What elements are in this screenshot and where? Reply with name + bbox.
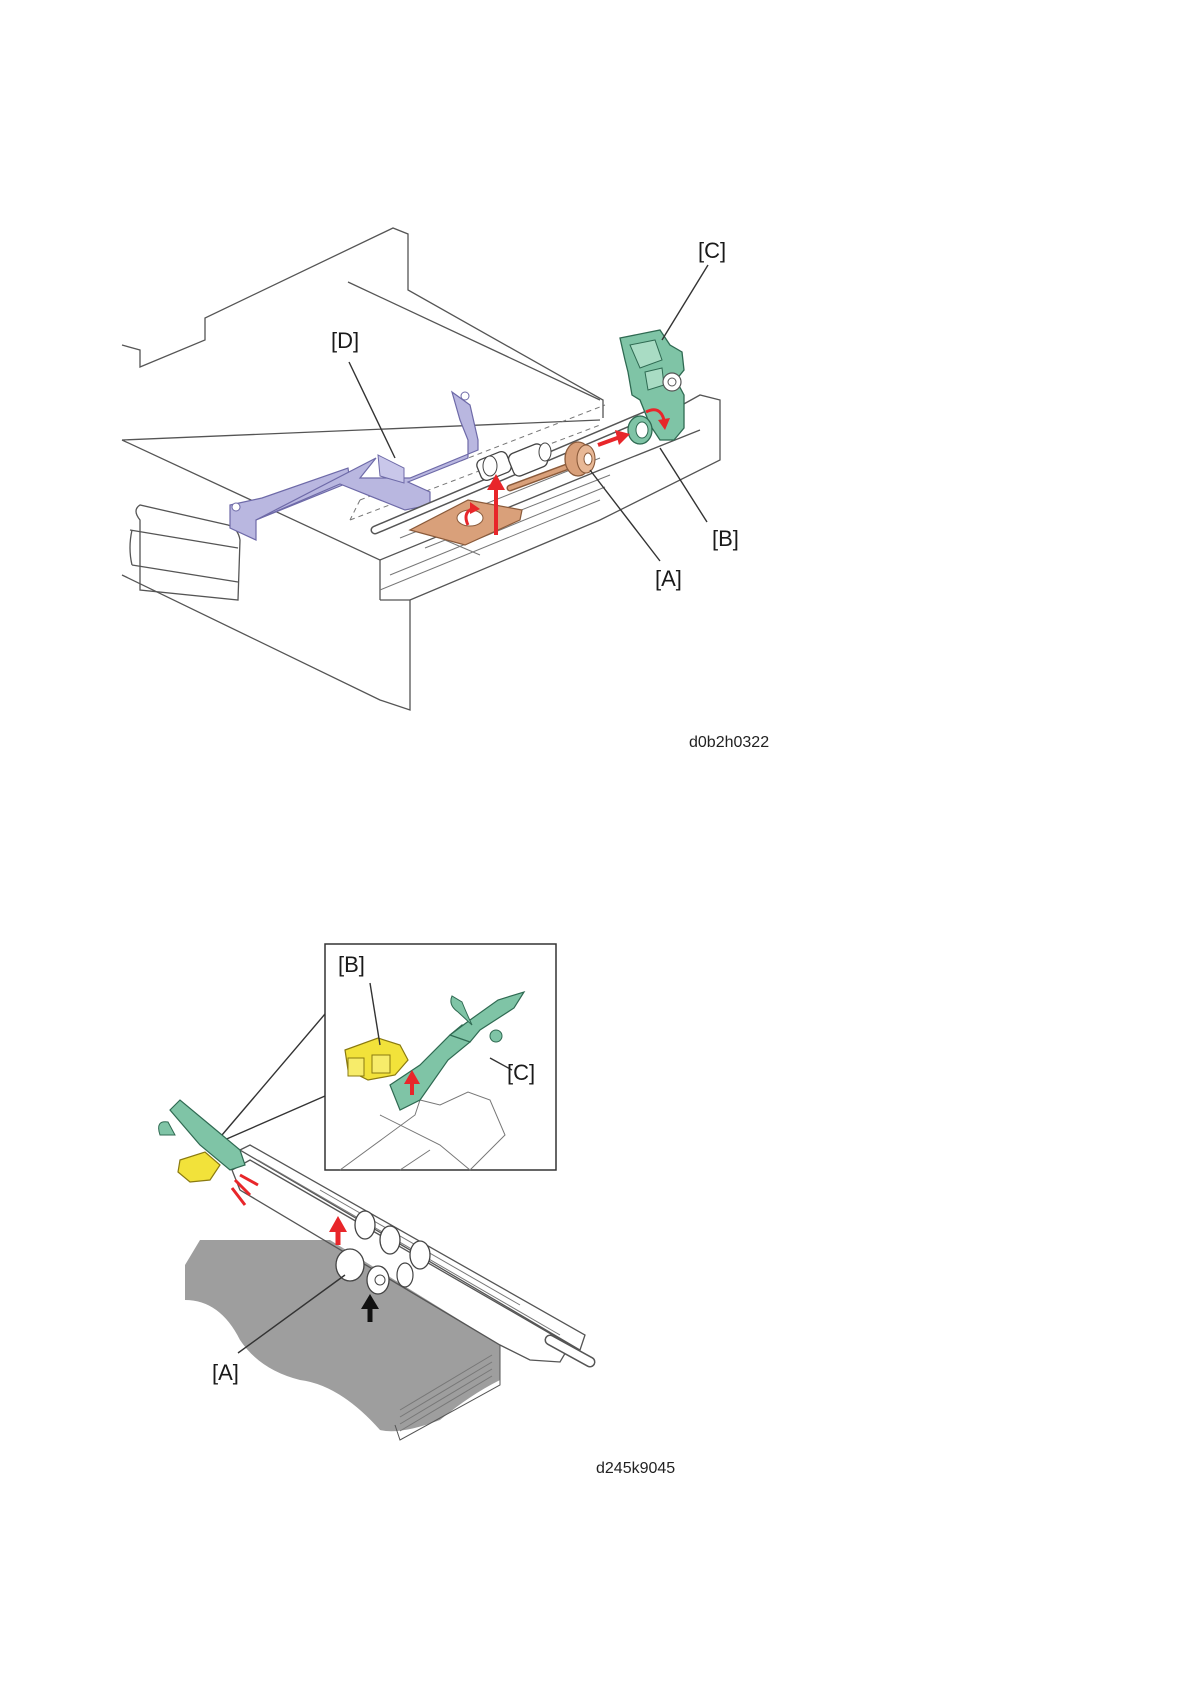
coupling-b — [628, 416, 652, 444]
label-a: [A] — [212, 1360, 239, 1385]
label-b: [B] — [338, 952, 365, 977]
label-c: [C] — [698, 238, 726, 263]
figure-2-feed-roller-diagram: [B] [C] [A] d245k9045 — [159, 944, 676, 1477]
figure-code: d245k9045 — [596, 1460, 675, 1477]
label-d: [D] — [331, 328, 359, 353]
tray-outline — [122, 228, 720, 710]
figure-1-paper-tray-diagram: [D] [C] [B] [A] d0b2h0322 — [122, 228, 769, 751]
label-a: [A] — [655, 566, 682, 591]
label-b: [B] — [712, 526, 739, 551]
figure-code: d0b2h0322 — [689, 734, 769, 751]
label-c: [C] — [507, 1060, 535, 1085]
